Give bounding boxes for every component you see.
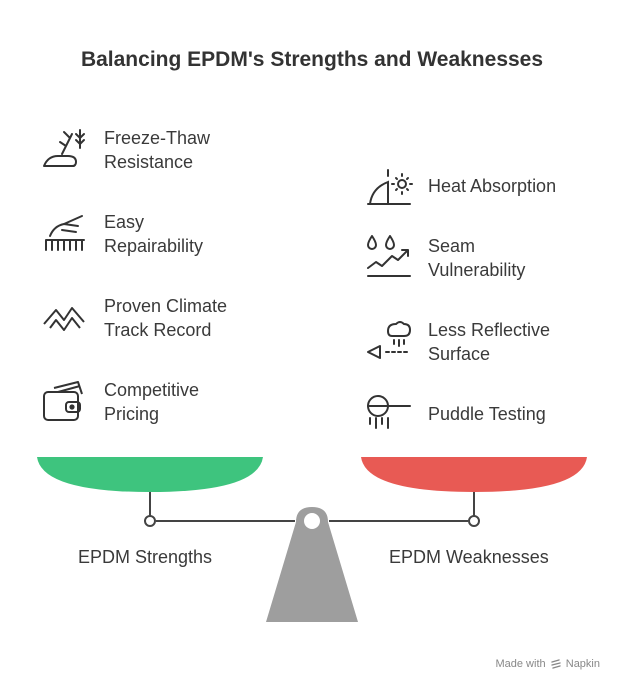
strengths-pan: [37, 457, 263, 492]
strength-item-repairability: Easy Repairability: [42, 210, 262, 260]
weakness-label-line1: Seam: [428, 236, 476, 256]
strength-label-line2: Resistance: [104, 152, 194, 172]
weakness-label-line2: Vulnerability: [428, 260, 526, 280]
weakness-label-line1: Less Reflective: [428, 320, 551, 340]
strength-label-line1: Freeze-Thaw: [104, 128, 211, 148]
footer-prefix: Made with: [495, 658, 546, 670]
napkin-logo-icon: [550, 659, 561, 669]
freeze-thaw-icon: [43, 129, 85, 167]
strength-label-line1: Easy: [104, 212, 145, 232]
strength-item-climate-track-record: Proven Climate Track Record: [42, 294, 262, 344]
strength-item-pricing: Competitive Pricing: [42, 378, 262, 428]
made-with-napkin: Made with Napkin: [495, 658, 600, 670]
fulcrum-pin: [304, 513, 320, 529]
weakness-item-less-reflective: Less Reflective Surface: [366, 318, 606, 368]
strength-item-freeze-thaw: Freeze-Thaw Resistance: [42, 126, 262, 176]
right-pivot: [468, 515, 480, 527]
weakness-label-line1: Heat Absorption: [428, 176, 557, 196]
sun-heat-icon: [367, 169, 413, 205]
weaknesses-pan: [361, 457, 587, 492]
rain-cloud-icon: [367, 321, 411, 359]
strength-label-line1: Proven Climate: [104, 296, 228, 316]
strength-label-line2: Track Record: [104, 320, 212, 340]
balance-scale: [37, 457, 587, 622]
weakness-label-line1: Puddle Testing: [428, 404, 546, 424]
weakness-item-puddle-testing: Puddle Testing: [366, 392, 606, 436]
left-pivot: [144, 515, 156, 527]
drops-trend-icon: [367, 235, 411, 277]
strengths-caption: EPDM Strengths: [78, 547, 213, 567]
repair-hand-icon: [45, 215, 85, 251]
weakness-item-heat-absorption: Heat Absorption: [366, 169, 606, 210]
fulcrum: [266, 507, 358, 622]
weakness-item-seam-vulnerability: Seam Vulnerability: [366, 234, 606, 284]
wallet-icon: [43, 381, 83, 421]
puddle-drip-icon: [367, 395, 411, 429]
page-title: Balancing EPDM's Strengths and Weaknesse…: [80, 48, 544, 71]
strength-label-line2: Pricing: [104, 404, 160, 424]
footer-brand: Napkin: [565, 658, 600, 670]
mountain-track-icon: [43, 307, 85, 331]
weakness-label-line2: Surface: [428, 344, 491, 364]
weaknesses-caption: EPDM Weaknesses: [389, 547, 549, 567]
strength-label-line2: Repairability: [104, 236, 204, 256]
strength-label-line1: Competitive: [104, 380, 200, 400]
